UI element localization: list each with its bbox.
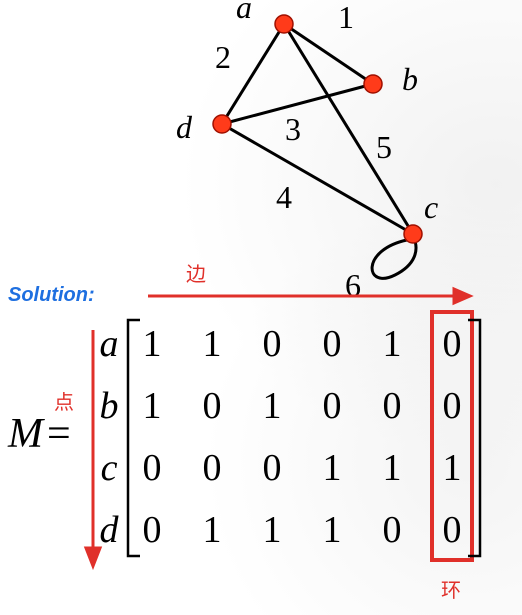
matrix-cell: 0 — [202, 385, 222, 427]
matrix-row-label-b: b — [99, 385, 119, 427]
edge-6-loop — [370, 235, 418, 280]
matrix-cell: 0 — [322, 323, 342, 365]
edge-label-1: 1 — [338, 0, 354, 35]
matrix-cell: 1 — [262, 509, 282, 551]
edge-label-5: 5 — [376, 129, 392, 165]
matrix-cell: 1 — [382, 447, 402, 489]
matrix-cell: 0 — [382, 509, 402, 551]
edge-5 — [282, 23, 415, 235]
matrix-cell: 0 — [262, 323, 282, 365]
edge-label-4: 4 — [276, 179, 292, 215]
vertex-label-c: c — [424, 189, 438, 225]
matrix-row-label-c: c — [100, 447, 118, 489]
vertex-b — [363, 74, 383, 94]
vertex-label-a: a — [236, 0, 252, 25]
matrix-cell: 1 — [442, 447, 462, 489]
edge-label-2: 2 — [215, 39, 231, 75]
vertex-label-b: b — [402, 61, 418, 97]
matrix-right-bracket — [468, 318, 482, 558]
matrix-cell: 1 — [202, 323, 222, 365]
matrix-cell: 0 — [322, 385, 342, 427]
matrix-cell: 0 — [442, 323, 462, 365]
matrix-cell: 0 — [442, 509, 462, 551]
edges-annotation: 边 — [186, 262, 206, 286]
matrix-name: M= — [8, 410, 71, 458]
edge-label-6: 6 — [345, 267, 361, 303]
vertices-arrow-head — [83, 546, 103, 571]
matrix-cell: 1 — [322, 509, 342, 551]
matrix-cell: 1 — [142, 323, 162, 365]
vertex-a — [274, 14, 294, 34]
matrix-cell: 1 — [322, 447, 342, 489]
edge-1 — [283, 22, 374, 86]
vertices-annotation: 点 — [54, 390, 74, 414]
loop-annotation: 环 — [441, 578, 461, 602]
matrix-cell: 1 — [382, 323, 402, 365]
matrix-row-label-a: a — [99, 323, 119, 365]
vertex-label-d: d — [176, 109, 193, 145]
vertex-d — [212, 114, 232, 134]
matrix-cell: 0 — [382, 385, 402, 427]
matrix-cell: 1 — [142, 385, 162, 427]
matrix-left-bracket — [126, 318, 140, 558]
matrix-row-label-d: d — [99, 509, 119, 551]
matrix-cell: 1 — [262, 385, 282, 427]
edge-2 — [220, 23, 286, 125]
loop-column-highlight — [430, 310, 474, 562]
matrix-cell: 0 — [262, 447, 282, 489]
edge-label-3: 3 — [285, 111, 301, 147]
edges-arrow-head — [452, 286, 474, 306]
solution-label: Solution: — [8, 284, 95, 306]
matrix-equals: = — [47, 411, 71, 457]
vertex-c — [403, 224, 423, 244]
matrix-cell: 0 — [442, 385, 462, 427]
edge-3 — [221, 82, 374, 126]
matrix-symbol: M — [8, 411, 43, 457]
matrix-cell: 0 — [202, 447, 222, 489]
matrix-cell: 1 — [202, 509, 222, 551]
matrix-cell: 0 — [142, 447, 162, 489]
matrix-cell: 0 — [142, 509, 162, 551]
edge-4 — [221, 122, 414, 236]
